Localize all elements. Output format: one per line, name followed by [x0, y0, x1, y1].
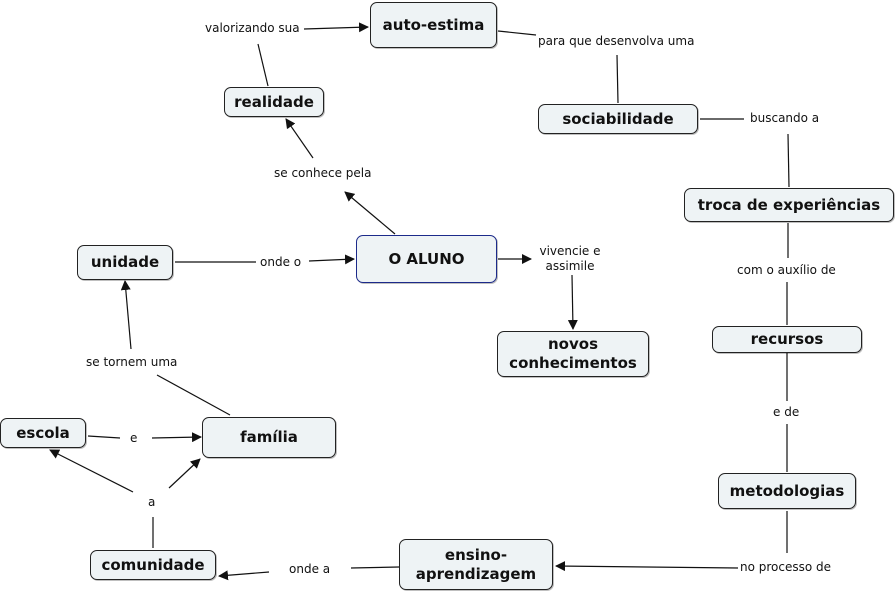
link-valorizando-sua: valorizando sua	[205, 21, 300, 36]
concept-novos-conhecimentos[interactable]: novos conhecimentos	[497, 331, 649, 377]
concept-sociabilidade[interactable]: sociabilidade	[538, 104, 698, 134]
edge-seconhece-realidade	[285, 118, 314, 159]
concept-o-aluno[interactable]: O ALUNO	[356, 235, 497, 283]
concept-label: recursos	[750, 330, 824, 348]
edge-setornem-unidade	[120, 280, 132, 350]
edge-buscando-troca	[787, 133, 790, 188]
concept-label: metodologias	[729, 481, 845, 500]
concept-label: escola	[16, 423, 70, 442]
concept-recursos[interactable]: recursos	[712, 326, 862, 353]
concept-comunidade[interactable]: comunidade	[90, 550, 216, 580]
concept-label: sociabilidade	[562, 109, 674, 128]
concept-metodologias[interactable]: metodologias	[718, 473, 856, 509]
edge-processo-ensino	[555, 561, 739, 572]
link-se-tornem-uma: se tornem uma	[86, 355, 178, 370]
concept-label: troca de experiências	[697, 195, 881, 214]
concept-escola[interactable]: escola	[0, 418, 86, 448]
edge-valorizando-autoestima	[303, 22, 369, 33]
concept-unidade[interactable]: unidade	[77, 245, 173, 280]
link-onde-o: onde o	[260, 255, 302, 270]
link-e: e	[130, 431, 138, 446]
edge-paraque-sociabilidade	[616, 54, 619, 104]
edge-ondeo-aluno	[308, 254, 355, 265]
concept-label: O ALUNO	[388, 249, 465, 268]
link-vivencie-e-assimile: vivencie e assimile	[534, 244, 606, 274]
concept-label: novos conhecimentos	[509, 335, 637, 372]
concept-realidade[interactable]: realidade	[224, 87, 324, 117]
link-no-processo-de: no processo de	[740, 560, 832, 575]
concept-label: ensino-aprendizagem	[415, 545, 537, 583]
edge-vivencie-novos	[567, 274, 578, 330]
concept-ensino-aprendizagem[interactable]: ensino-aprendizagem	[399, 539, 553, 590]
link-a: a	[148, 495, 156, 510]
concept-label: comunidade	[101, 555, 205, 574]
edge-a-familia	[168, 458, 201, 489]
concept-troca-de-experiencias[interactable]: troca de experiências	[684, 188, 894, 222]
link-com-o-auxilio-de: com o auxílio de	[737, 263, 836, 278]
concept-label: família	[240, 428, 298, 446]
concept-label: realidade	[234, 92, 314, 111]
edge-e-familia	[151, 432, 202, 443]
edge-familia-setornem	[156, 374, 231, 416]
edge-aluno-seconhece	[344, 191, 396, 235]
concept-label: unidade	[90, 253, 160, 271]
concept-auto-estima[interactable]: auto-estima	[370, 2, 497, 48]
concept-label: auto-estima	[382, 15, 485, 34]
link-para-que-desenvolva-uma: para que desenvolva uma	[538, 34, 695, 49]
edge-realidade-valorizando	[257, 43, 269, 87]
link-onde-a: onde a	[289, 562, 331, 577]
link-se-conhece-pela: se conhece pela	[274, 166, 372, 181]
concept-familia[interactable]: família	[202, 417, 336, 458]
link-buscando-a: buscando a	[750, 111, 820, 126]
edge-ondea-comunidade	[218, 570, 270, 581]
link-e-de: e de	[773, 405, 800, 420]
edge-ensino-ondea	[350, 566, 400, 569]
edge-a-escola	[49, 449, 134, 493]
edge-autoestima-paraque	[497, 30, 537, 36]
edge-escola-e	[87, 435, 121, 439]
